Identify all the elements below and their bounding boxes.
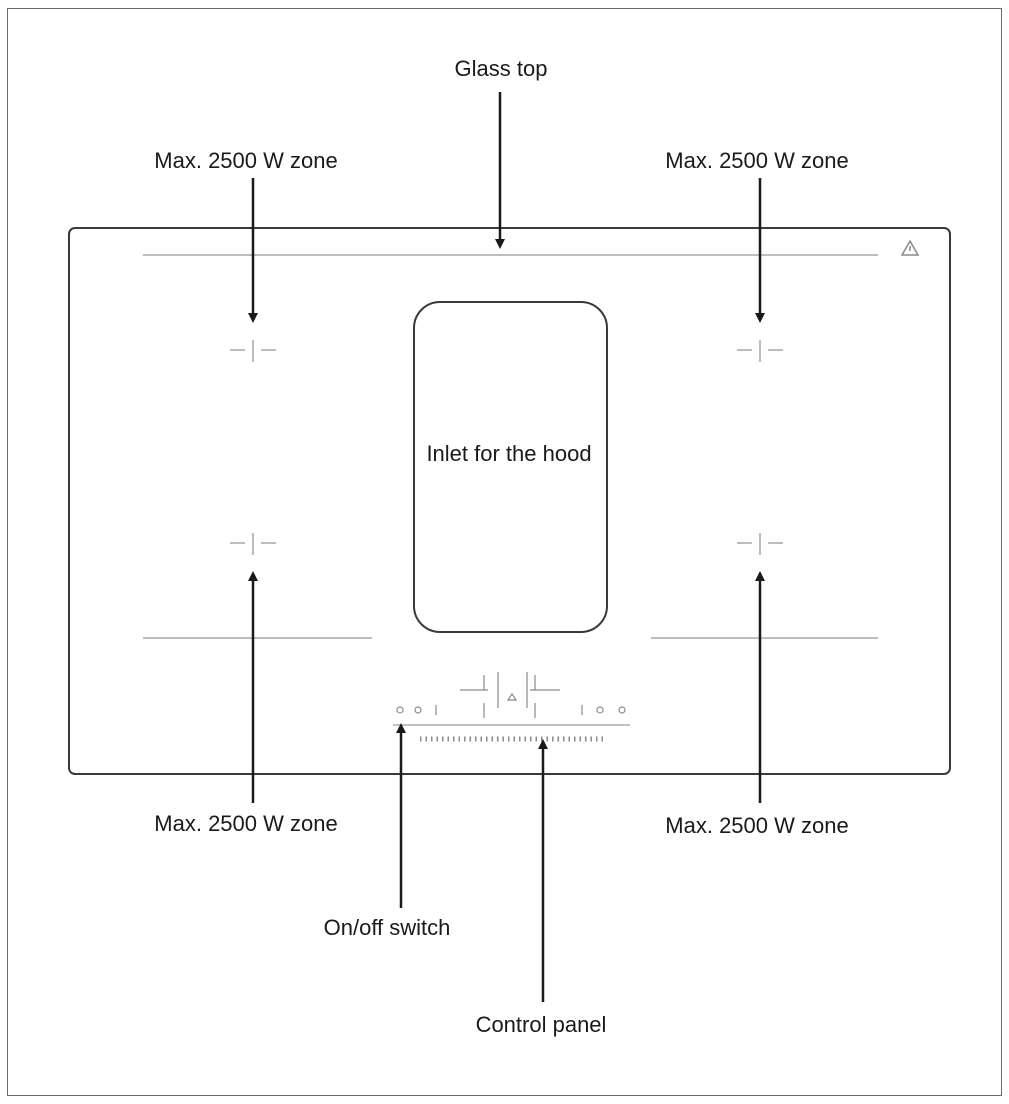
- fan-icon: [506, 692, 518, 701]
- label-control-panel: Control panel: [475, 1012, 607, 1037]
- power-right-icon: [618, 706, 626, 714]
- zone-marker-bottom-right: [737, 533, 783, 555]
- label-zone-bottom-right: Max. 2500 W zone: [665, 813, 849, 838]
- power-button-icon: [396, 706, 404, 714]
- hot-surface-warning-icon: [900, 239, 920, 256]
- zone-marker-bottom-left: [230, 533, 276, 555]
- hood-inlet: [413, 301, 608, 633]
- timer-right-icon: [596, 706, 604, 714]
- control-panel: [393, 672, 630, 742]
- lock-icon: [414, 706, 422, 714]
- label-on-off-switch: On/off switch: [323, 915, 451, 940]
- label-zone-bottom-left: Max. 2500 W zone: [154, 811, 338, 836]
- label-zone-top-right: Max. 2500 W zone: [665, 148, 849, 173]
- zone-marker-top-left: [230, 340, 276, 362]
- zone-marker-top-right: [737, 340, 783, 362]
- diagram-frame: [7, 8, 1002, 1096]
- label-inlet: Inlet for the hood: [426, 441, 592, 466]
- label-glass-top: Glass top: [454, 56, 548, 81]
- hob-outline: [68, 227, 951, 775]
- label-zone-top-left: Max. 2500 W zone: [154, 148, 338, 173]
